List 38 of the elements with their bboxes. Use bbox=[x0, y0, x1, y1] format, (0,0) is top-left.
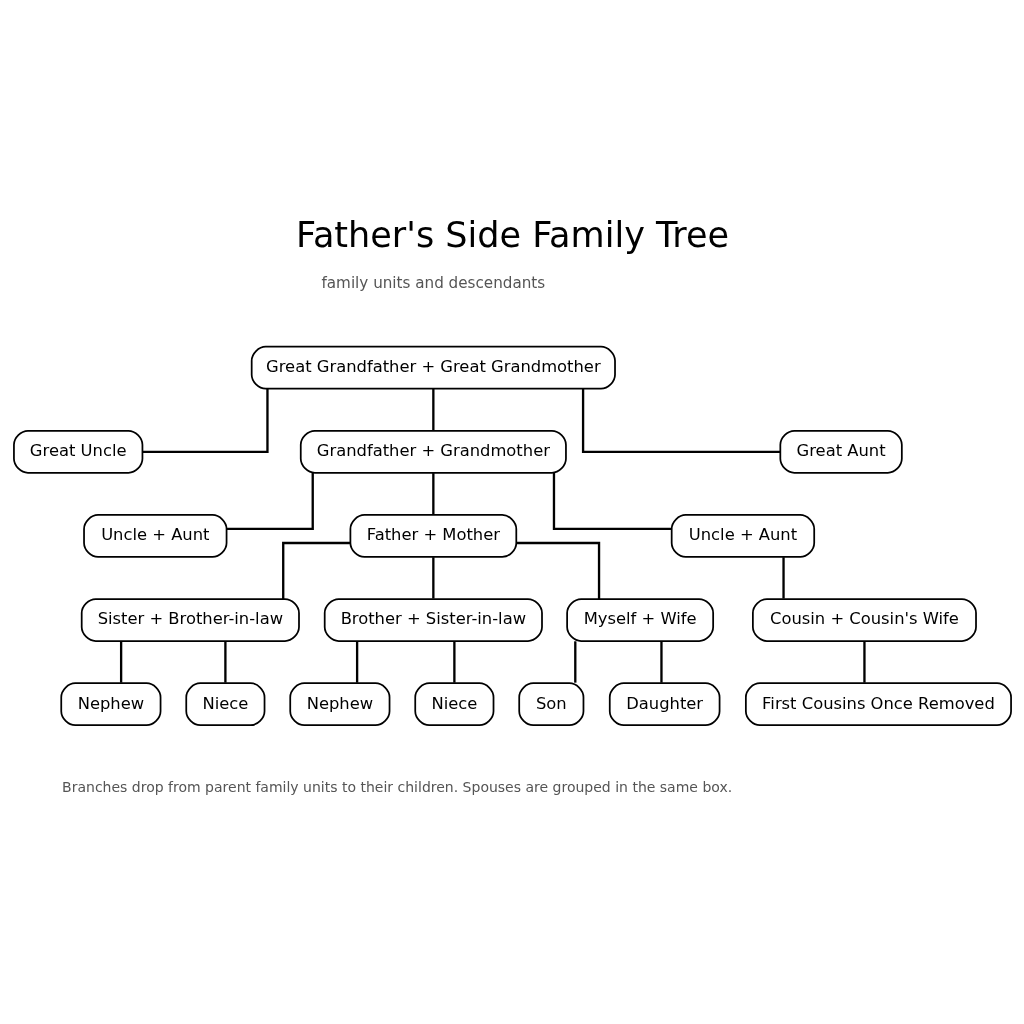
connector bbox=[573, 641, 576, 683]
node-box: Great Grandfather + Great Grandmother bbox=[250, 345, 616, 390]
connector bbox=[552, 472, 671, 531]
node-box: Nephew bbox=[59, 682, 161, 727]
node-box: Uncle + Aunt bbox=[82, 514, 227, 558]
node-box: Niece bbox=[413, 682, 494, 727]
node-box: Sister + Brother-in-law bbox=[80, 598, 300, 642]
node-box: Cousin + Cousin's Wife bbox=[751, 598, 977, 642]
connector bbox=[516, 541, 600, 599]
connector bbox=[781, 557, 785, 599]
node-box: Daughter bbox=[608, 682, 720, 727]
connector bbox=[452, 641, 456, 683]
connector bbox=[226, 472, 314, 531]
connector bbox=[142, 388, 269, 453]
node-box: Father + Mother bbox=[349, 514, 517, 558]
node-box: Uncle + Aunt bbox=[670, 514, 815, 558]
connector bbox=[431, 388, 435, 431]
connector bbox=[355, 641, 358, 683]
node-box: Nephew bbox=[288, 682, 390, 727]
node-box: Brother + Sister-in-law bbox=[323, 598, 543, 642]
connector bbox=[119, 641, 122, 683]
node-box: Niece bbox=[184, 682, 265, 727]
connector bbox=[431, 473, 435, 515]
connector bbox=[862, 641, 866, 683]
node-box: Great Uncle bbox=[12, 429, 143, 474]
connector bbox=[659, 641, 663, 683]
connector bbox=[431, 557, 435, 599]
node-box: Great Aunt bbox=[778, 429, 903, 474]
node-box: Grandfather + Grandmother bbox=[299, 429, 567, 474]
node-box: First Cousins Once Removed bbox=[744, 682, 1012, 727]
connector bbox=[581, 388, 780, 453]
caption: Branches drop from parent family units to their children. Spouses are grouped in the same box. bbox=[61, 778, 732, 795]
diagram-title: Father's Side Family Tree bbox=[295, 214, 729, 256]
label: family units and descendants bbox=[321, 273, 545, 292]
connector bbox=[223, 641, 227, 683]
connector bbox=[281, 541, 350, 599]
node-box: Myself + Wife bbox=[565, 598, 714, 642]
node-box: Son bbox=[517, 682, 584, 727]
